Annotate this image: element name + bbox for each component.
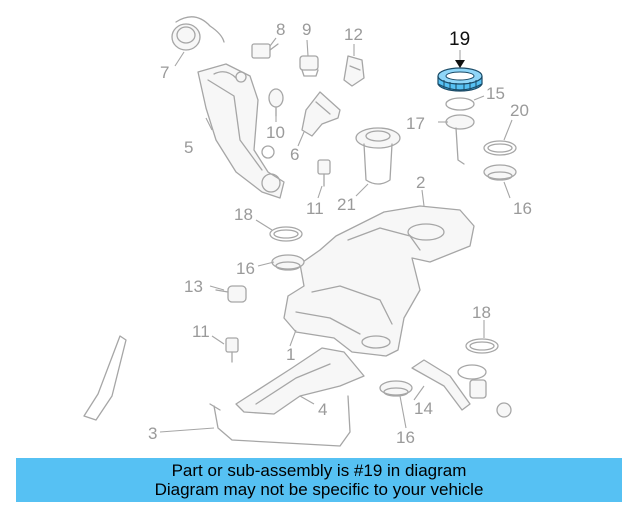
callout-11-lower: 11 bbox=[192, 322, 210, 341]
leader-lines bbox=[159, 37, 513, 433]
callout-11-upper: 11 bbox=[306, 199, 324, 218]
part-lock-ring-19 bbox=[437, 67, 483, 92]
callout-8: 8 bbox=[276, 20, 285, 39]
part-filler-neck bbox=[197, 63, 285, 199]
callout-14: 14 bbox=[414, 399, 433, 418]
callout-15: 15 bbox=[486, 84, 505, 103]
callout-20: 20 bbox=[510, 101, 529, 120]
callout-13: 13 bbox=[184, 277, 203, 296]
part-check-valve-11-upper bbox=[317, 159, 331, 187]
callout-5: 5 bbox=[184, 138, 193, 157]
part-shield-6 bbox=[301, 91, 341, 137]
callout-17: 17 bbox=[406, 114, 425, 133]
callout-19: 19 bbox=[449, 29, 470, 50]
part-check-valve-11-lower bbox=[225, 337, 239, 363]
part-seal-18-right bbox=[465, 338, 499, 354]
part-pipe-14 bbox=[411, 359, 512, 418]
part-clip-8 bbox=[251, 43, 279, 59]
callout-7: 7 bbox=[160, 63, 169, 82]
callout-16-left: 16 bbox=[236, 259, 255, 278]
callout-16-lower: 16 bbox=[396, 428, 415, 447]
part-seal-20 bbox=[483, 140, 517, 156]
part-fuel-pump-21 bbox=[355, 127, 401, 185]
callout-2: 2 bbox=[416, 173, 425, 192]
part-sender-17 bbox=[445, 97, 475, 165]
callout-9: 9 bbox=[302, 20, 311, 39]
callout-12: 12 bbox=[344, 25, 363, 44]
callout-3: 3 bbox=[148, 424, 157, 443]
part-bracket-12 bbox=[343, 55, 365, 87]
part-filler-cap bbox=[171, 16, 225, 51]
part-vent-valve bbox=[299, 55, 319, 77]
info-banner: Part or sub-assembly is #19 in diagram D… bbox=[16, 458, 622, 502]
callout-18-right: 18 bbox=[472, 303, 491, 322]
part-lock-ring-16-upper bbox=[483, 164, 517, 181]
part-lock-ring-16-left bbox=[271, 254, 305, 271]
banner-line-1: Part or sub-assembly is #19 in diagram bbox=[171, 461, 467, 480]
callout-18-left: 18 bbox=[234, 205, 253, 224]
callout-10: 10 bbox=[266, 123, 285, 142]
callout-1: 1 bbox=[286, 345, 295, 364]
banner-line-2: Diagram may not be specific to your vehi… bbox=[154, 480, 484, 499]
part-shield-4 bbox=[235, 347, 365, 415]
callout-21: 21 bbox=[337, 195, 356, 214]
part-fitting-13 bbox=[215, 285, 247, 303]
part-straps-3 bbox=[83, 335, 351, 447]
callout-16-right: 16 bbox=[513, 199, 532, 218]
part-seal-18-left bbox=[269, 226, 303, 242]
part-fuel-tank-2 bbox=[283, 205, 475, 357]
callout-6: 6 bbox=[290, 145, 299, 164]
callout-4: 4 bbox=[318, 400, 327, 419]
part-lock-ring-16-lower bbox=[379, 380, 413, 397]
